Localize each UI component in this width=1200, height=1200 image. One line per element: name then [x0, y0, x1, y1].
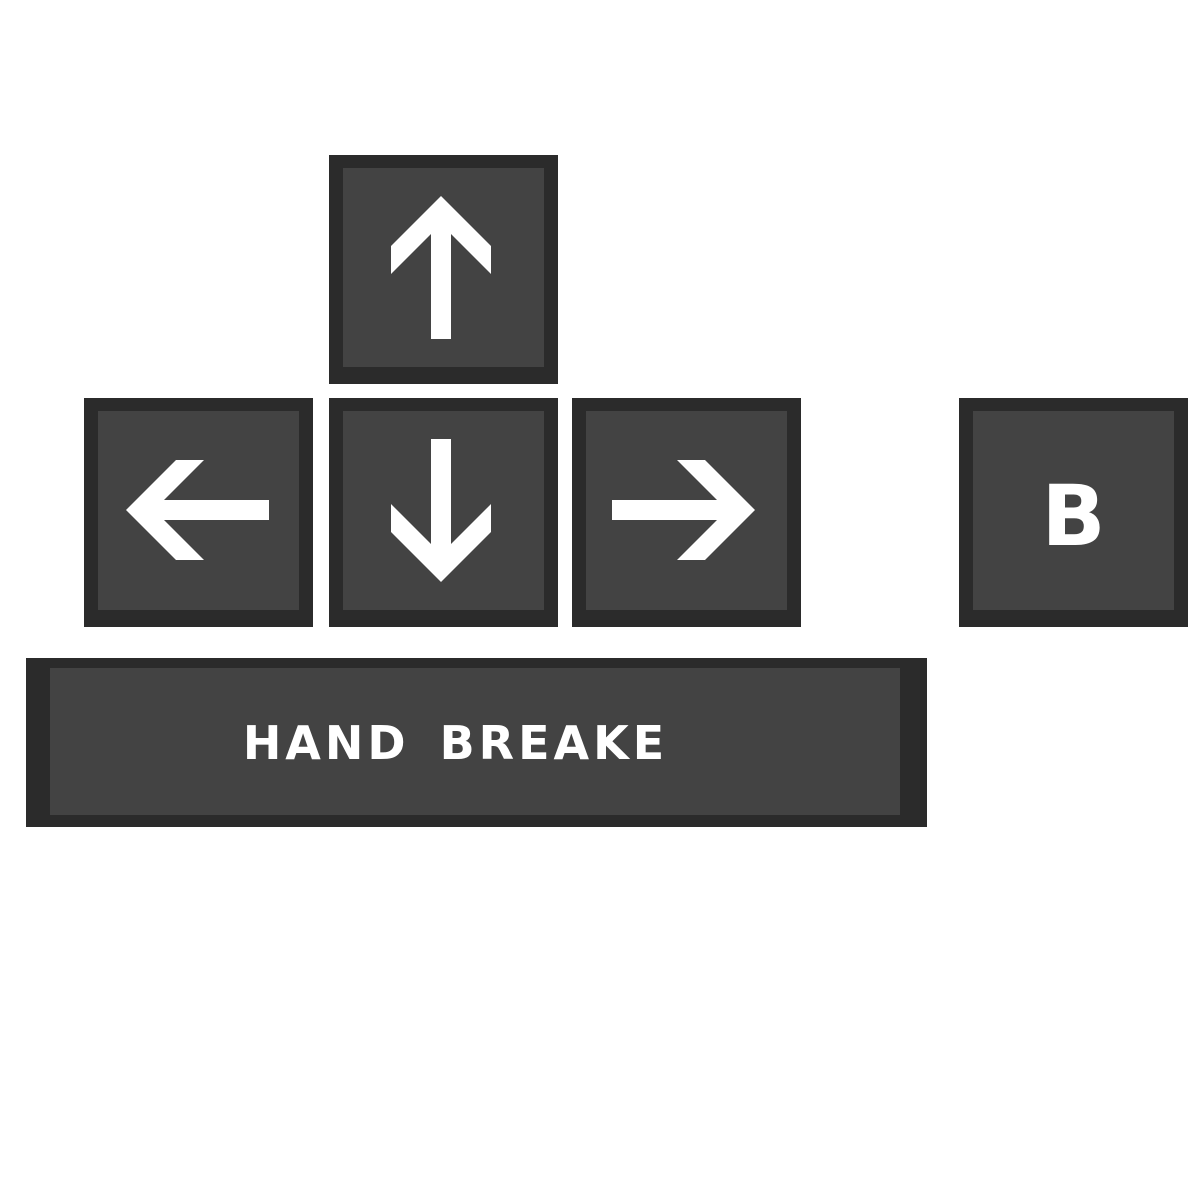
arrow-left-icon — [126, 460, 269, 560]
hand-brake-key[interactable]: HAND BREAKE — [26, 658, 927, 827]
hand-brake-key-label: HAND BREAKE — [242, 715, 669, 770]
key-cap — [50, 668, 900, 815]
right-arrow-key[interactable] — [572, 398, 801, 627]
arrow-up-icon — [391, 196, 491, 339]
up-arrow-key[interactable] — [329, 155, 558, 384]
arrow-right-icon — [612, 460, 755, 560]
left-arrow-key[interactable] — [84, 398, 313, 627]
b-key[interactable]: B — [959, 398, 1188, 627]
arrow-down-icon — [391, 439, 491, 582]
down-arrow-key[interactable] — [329, 398, 558, 627]
b-key-label: B — [1041, 466, 1106, 565]
key-cap — [973, 411, 1174, 610]
